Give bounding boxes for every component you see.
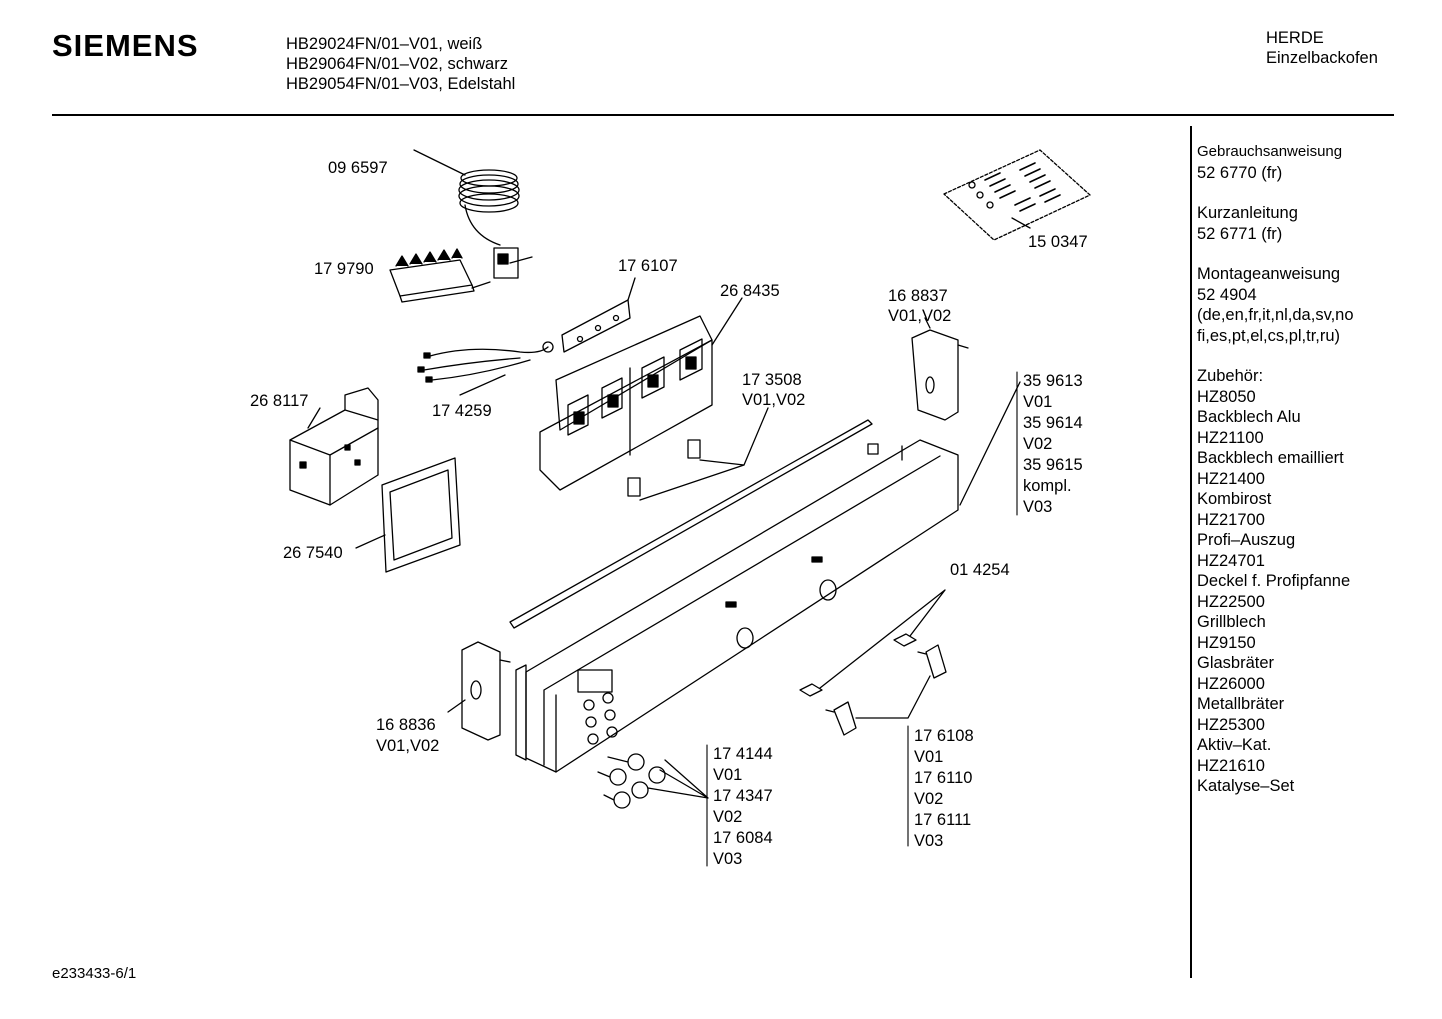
document-code: e233433-6/1 (52, 965, 137, 982)
accessory-item: Backblech Alu (1197, 408, 1301, 426)
category-line: HERDE (1266, 29, 1324, 47)
part-label: 17 6111 (914, 811, 971, 829)
accessory-item: HZ26000 (1197, 674, 1265, 693)
sidebar: Gebrauchsanweisung 52 6770 (fr) Kurzanle… (1197, 142, 1354, 797)
part-label: 35 9613 (1023, 372, 1083, 390)
accessory-item: Kombirost (1197, 490, 1272, 508)
accessory-item: Katalyse–Set (1197, 777, 1295, 795)
part-label: 17 6107 (618, 257, 678, 275)
model-line: HB29054FN/01–V03, Edelstahl (286, 75, 516, 93)
part-label: V01 (713, 766, 742, 784)
seal-strip (509, 419, 879, 629)
part-label: V01,V02 (742, 391, 805, 409)
accessory-item: HZ22500 (1197, 592, 1265, 611)
side-bracket-left (447, 641, 527, 761)
accessory-item: Glasbräter (1197, 654, 1275, 672)
side-bracket-right (911, 317, 969, 421)
category: HERDE Einzelbackofen (1266, 28, 1378, 68)
model-line: HB29064FN/01–V02, schwarz (286, 55, 508, 73)
part-label: V01 (1023, 393, 1052, 411)
doc-languages: (de,en,fr,it,nl,da,sv,no (1197, 306, 1354, 324)
part-label: 16 8836 (376, 716, 436, 734)
part-label: 17 4144 (713, 745, 773, 763)
doc-title: Kurzanleitung (1197, 204, 1298, 222)
brand-logo: SIEMENS (52, 28, 199, 63)
accessory-item: Profi–Auszug (1197, 531, 1296, 549)
part-label: 17 6110 (914, 769, 972, 787)
doc-title: Montageanweisung (1197, 265, 1341, 283)
accessory-item: Grillblech (1197, 613, 1266, 631)
header-divider (52, 114, 1394, 116)
part-label: 17 4347 (713, 787, 773, 805)
accessory-item: Backblech emailliert (1197, 449, 1344, 467)
accessory-item: HZ8050 (1197, 387, 1256, 406)
part-label: V02 (914, 790, 943, 808)
part-label: 26 7540 (283, 544, 343, 562)
part-label: 09 6597 (328, 159, 388, 177)
part-label: 17 3508 (742, 371, 802, 389)
part-label: 26 8435 (720, 282, 780, 300)
accessory-item: HZ21400 (1197, 469, 1265, 488)
rotary-knobs (825, 644, 947, 736)
part-label: V03 (914, 832, 943, 850)
mounting-frame (355, 457, 461, 573)
control-module (539, 297, 743, 491)
sidebar-divider (1190, 126, 1192, 978)
thermostat-capillary (413, 149, 533, 279)
category-line: Einzelbackofen (1266, 49, 1378, 67)
doc-languages: fi,es,pt,el,cs,pl,tr,ru) (1197, 326, 1341, 345)
wiring-harness (417, 341, 554, 396)
part-label: 17 9790 (314, 260, 374, 278)
part-label: V02 (713, 808, 742, 826)
accessory-item: HZ21100 (1197, 428, 1264, 447)
doc-number: 52 4904 (1197, 285, 1257, 304)
accessory-item: HZ25300 (1197, 715, 1265, 734)
accessory-list: HZ8050 Backblech Alu HZ21100 Backblech e… (1197, 387, 1354, 797)
model-list: HB29024FN/01–V01, weiß HB29064FN/01–V02,… (286, 34, 515, 94)
screw-bag (943, 149, 1091, 241)
part-label: V03 (1023, 498, 1052, 516)
accessory-item: HZ21610 (1197, 756, 1265, 775)
accessory-item: Deckel f. Profipfanne (1197, 572, 1351, 590)
selector-switch (389, 248, 491, 303)
part-label: 17 6108 (914, 727, 974, 745)
relay-housing (289, 387, 379, 506)
model-line: HB29024FN/01–V01, weiß (286, 35, 483, 53)
spring-clips (799, 589, 946, 697)
part-label: 26 8117 (250, 392, 308, 410)
accessory-item: HZ21700 (1197, 510, 1265, 529)
accessory-item: HZ24701 (1197, 551, 1265, 570)
part-label: 35 9615 (1023, 456, 1083, 474)
accessories-title: Zubehör: (1197, 367, 1264, 385)
fascia-panel (525, 381, 1021, 773)
part-label: 01 4254 (950, 561, 1010, 579)
bracket-plate (561, 277, 636, 353)
part-label: V02 (1023, 435, 1052, 453)
part-label: 16 8837 (888, 287, 948, 305)
part-label: 17 4259 (432, 402, 492, 420)
part-label: 15 0347 (1028, 233, 1088, 251)
accessory-item: Aktiv–Kat. (1197, 736, 1272, 754)
part-label: V01,V02 (888, 307, 951, 325)
part-label: V01,V02 (376, 737, 439, 755)
part-label: V03 (713, 850, 742, 868)
part-label: kompl. (1023, 477, 1072, 495)
callout-brackets (706, 371, 1018, 867)
control-knobs (597, 753, 709, 809)
doc-number: 52 6771 (fr) (1197, 224, 1283, 243)
part-label: 17 6084 (713, 829, 773, 847)
part-label: V01 (914, 748, 943, 766)
accessory-item: HZ9150 (1197, 633, 1256, 652)
part-label: 35 9614 (1023, 414, 1083, 432)
accessory-item: Metallbräter (1197, 695, 1285, 713)
doc-number: 52 6770 (fr) (1197, 163, 1283, 182)
doc-title: Gebrauchsanweisung (1197, 143, 1343, 160)
clips (627, 407, 769, 501)
